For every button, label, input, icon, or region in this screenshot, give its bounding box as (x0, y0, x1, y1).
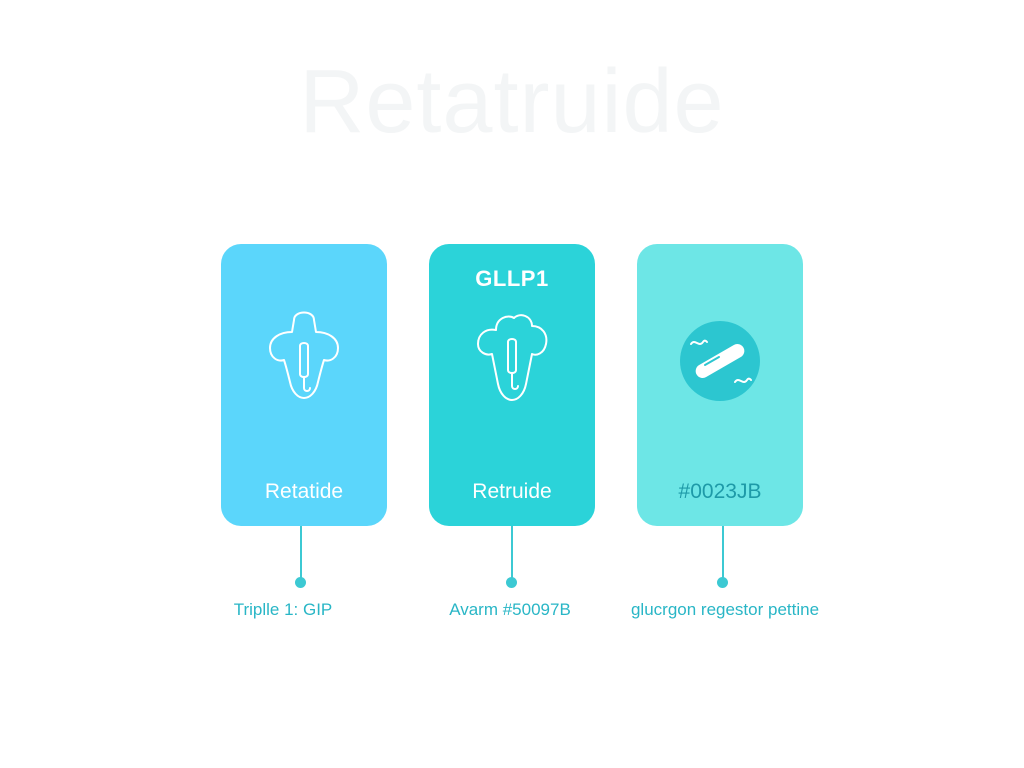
connector-dot (506, 577, 517, 588)
card-name: #0023JB (678, 480, 762, 503)
connector-line (511, 526, 513, 578)
connector-dot (295, 577, 306, 588)
card-retatide: Retatide (221, 244, 387, 526)
capsule-circle-icon (679, 320, 761, 402)
card-retruide: GLLP1 Retruide (429, 244, 595, 526)
caption-label: glucrgon regestor pettine (630, 600, 820, 619)
connector-line (300, 526, 302, 578)
caption-label: Triplle 1: GIP (233, 600, 333, 619)
watermark-title: Retatruide (299, 52, 725, 152)
receptor-outline-icon (264, 304, 344, 414)
card-name: Retatide (264, 480, 344, 503)
receptor-outline-icon (472, 304, 552, 414)
card-name: Retruide (472, 480, 552, 503)
connector-line (722, 526, 724, 578)
card-top-label: GLLP1 (475, 266, 549, 291)
caption-label: Avarm #50097B (449, 600, 571, 619)
connector-dot (717, 577, 728, 588)
card-0023jb: #0023JB (637, 244, 803, 526)
